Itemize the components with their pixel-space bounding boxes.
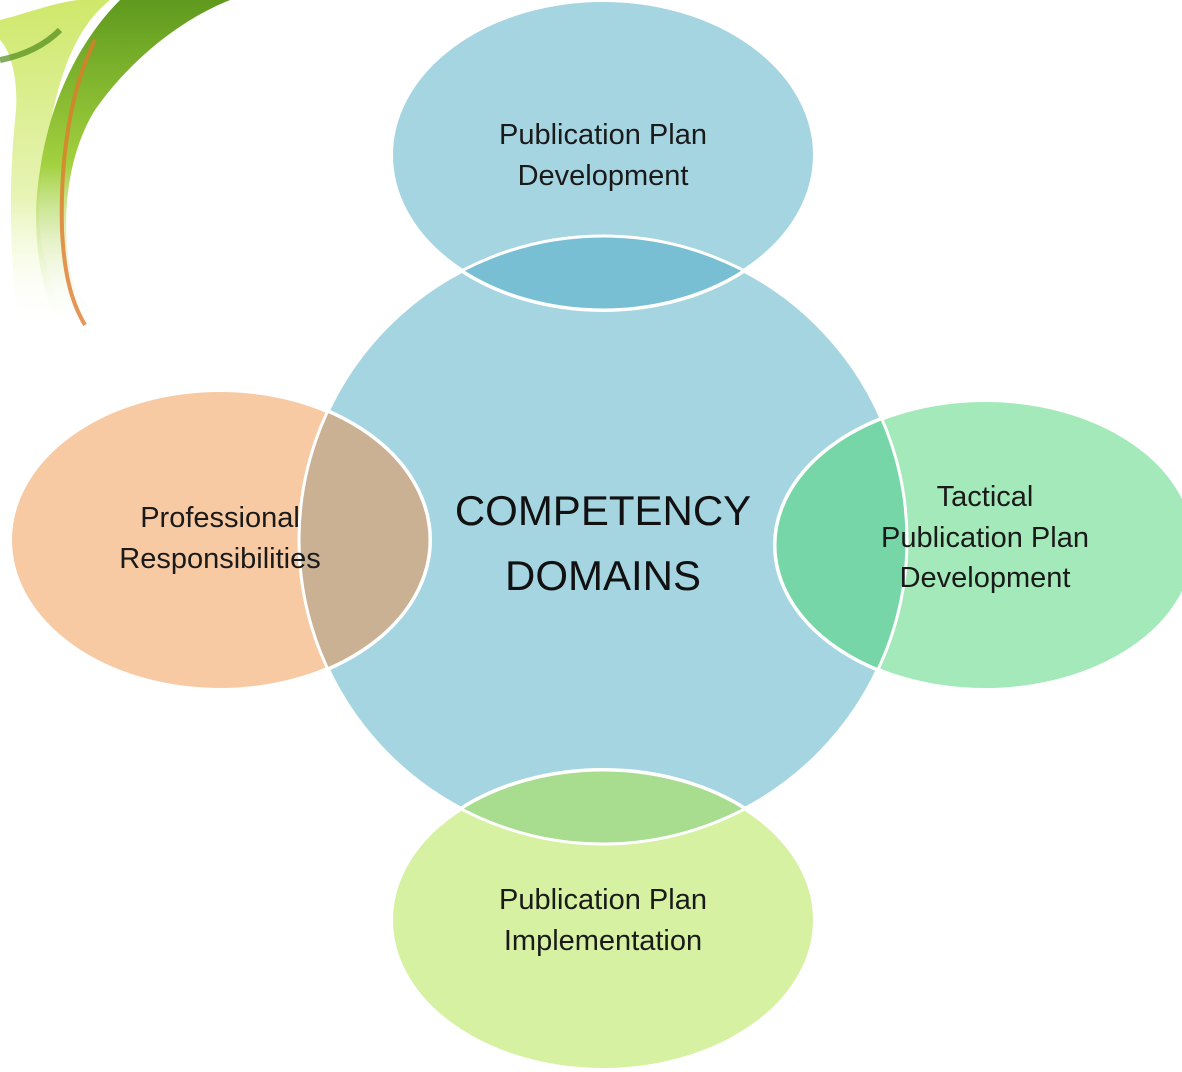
bottom-domain-label: Publication Plan Implementation: [453, 880, 753, 961]
right-domain-label: Tactical Publication Plan Development: [835, 477, 1135, 599]
left-domain-label: Professional Responsibilities: [70, 498, 370, 579]
center-label: COMPETENCY DOMAINS: [433, 478, 773, 608]
bottom-domain-label-line-1: Publication Plan: [499, 884, 707, 916]
top-domain-label-line-1: Publication Plan: [499, 119, 707, 151]
swoosh-icon: [0, 0, 230, 330]
top-domain-label: Publication Plan Development: [453, 115, 753, 196]
right-domain-label-line-2: Publication Plan: [881, 521, 1089, 554]
left-domain-label-line-2: Responsibilities: [119, 542, 321, 575]
left-domain-label-line-1: Professional: [140, 502, 300, 534]
right-overlap: [775, 400, 907, 690]
center-label-line-2: DOMAINS: [504, 552, 701, 600]
top-domain-label-line-2: Development: [517, 159, 689, 192]
center-label-line-1: COMPETENCY: [454, 487, 752, 534]
right-domain-label-line-3: Development: [899, 562, 1071, 595]
right-domain-label-line-1: Tactical: [936, 481, 1034, 513]
left-overlap: [299, 390, 430, 690]
bottom-domain-label-line-2: Implementation: [503, 924, 703, 957]
